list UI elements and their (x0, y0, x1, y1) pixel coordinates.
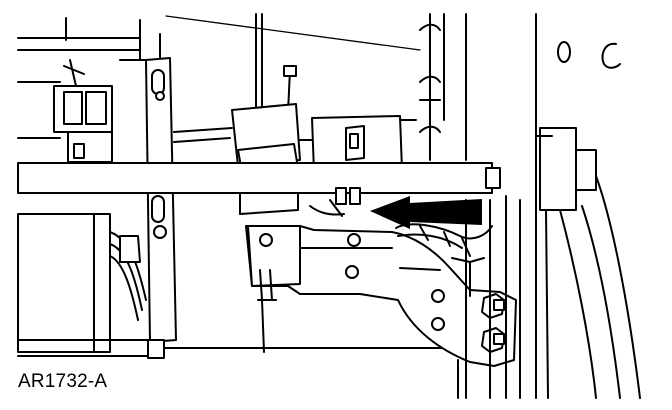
far-right-panel (535, 41, 641, 399)
lower-left-frame (17, 213, 461, 359)
right-pillars (457, 13, 537, 399)
left-arrow-icon (309, 187, 482, 229)
vertical-bracket (145, 57, 177, 343)
cross-bar (17, 162, 501, 194)
main-bracket (245, 225, 517, 367)
hanging-cable (255, 13, 297, 113)
bracket-nuts (481, 293, 505, 353)
relay-body (173, 103, 301, 215)
left-connector (53, 59, 113, 163)
wire-clips (419, 23, 441, 133)
figure-label: AR1732-A (18, 371, 108, 392)
